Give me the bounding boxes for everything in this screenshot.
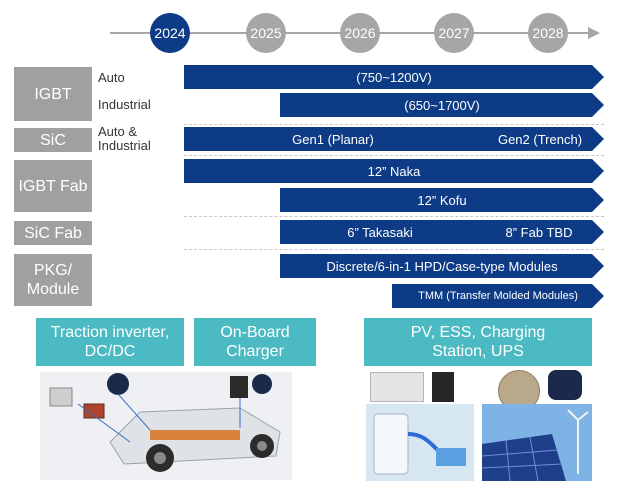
bar-sic-gen1: Gen1 (Planar) [184,127,482,151]
discrete-package-image [432,372,454,402]
sic-auto-industrial-label: Auto & Industrial [98,124,151,153]
separator [184,124,604,125]
app-on-board-charger: On-Board Charger [194,318,316,366]
year-2027: 2027 [434,13,474,53]
year-2024: 2024 [150,13,190,53]
igbt-industrial-label: Industrial [98,97,151,112]
bar-pkg-tmm: TMM (Transfer Molded Modules) [392,284,604,308]
bar-sic-gen2: Gen2 (Trench) [466,127,604,151]
bar-sic-fab-takasaki: 6” Takasaki [280,220,480,244]
year-2028: 2028 [528,13,568,53]
year-2025: 2025 [246,13,286,53]
category-sic: SiC [14,128,92,152]
category-pkg-module: PKG/ Module [14,254,92,306]
bar-igbt-fab-kofu: 12” Kofu [280,188,604,212]
bar-igbt-auto: (750~1200V) [184,65,604,89]
separator [184,249,604,250]
category-igbt: IGBT [14,67,92,121]
solar-panels-image [481,404,592,482]
bar-igbt-industrial: (650~1700V) [280,93,604,117]
app-pv-ess-charging: PV, ESS, Charging Station, UPS [364,318,592,366]
igbt-auto-label: Auto [98,70,125,85]
year-2026: 2026 [340,13,380,53]
vehicle-chassis-image [40,372,292,480]
charging-station-image [366,404,474,481]
category-igbt-fab: IGBT Fab [14,160,92,212]
bar-igbt-fab-naka: 12” Naka [184,159,604,183]
category-sic-fab: SiC Fab [14,221,92,245]
bar-sic-fab-tbd: 8” Fab TBD [464,220,604,244]
timeline-arrow-icon [588,27,600,39]
app-traction-inverter: Traction inverter, DC/DC [36,318,184,366]
separator [184,216,604,217]
chip-image [548,370,582,400]
power-module-image [370,372,424,402]
separator [184,155,604,156]
bar-pkg-discrete: Discrete/6-in-1 HPD/Case-type Modules [280,254,604,278]
